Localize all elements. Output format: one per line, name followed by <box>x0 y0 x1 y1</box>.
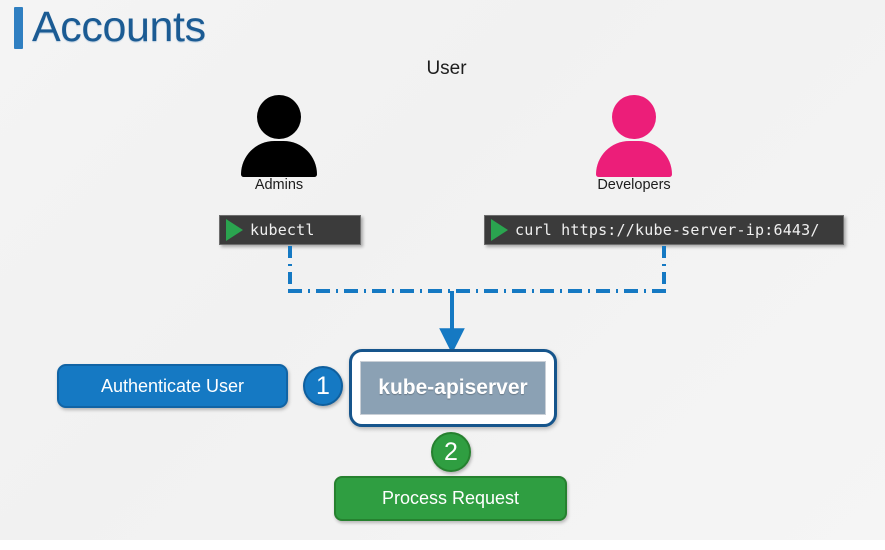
terminal-kubectl: kubectl <box>219 215 361 245</box>
bottom-strip <box>0 540 885 550</box>
process-request-label: Process Request <box>381 488 520 508</box>
authenticate-user-box[interactable]: Authenticate User <box>57 364 288 408</box>
actor-developers-label: Developers <box>597 177 671 193</box>
step-badge-2: 2 <box>431 432 471 472</box>
person-icon-body <box>241 141 317 177</box>
play-triangle-icon[interactable] <box>226 219 243 241</box>
kube-apiserver-inner: kube-apiserver <box>360 361 546 415</box>
user-section-heading-text: User <box>426 58 467 79</box>
actor-developers: Developers <box>586 95 682 193</box>
title-accent-bar <box>14 6 23 49</box>
authenticate-user-label: Authenticate User <box>100 375 245 396</box>
play-triangle-icon[interactable] <box>491 219 508 241</box>
person-icon-head <box>612 95 656 139</box>
user-section-heading: User <box>0 58 885 80</box>
person-icon <box>596 95 672 177</box>
person-icon <box>241 95 317 177</box>
step-badge-1-number: 1 <box>316 371 330 400</box>
title-text: Accounts <box>32 3 206 51</box>
actor-admins: Admins <box>231 95 327 193</box>
person-icon-head <box>257 95 301 139</box>
terminal-curl: curl https://kube-server-ip:6443/ <box>484 215 844 245</box>
process-request-box[interactable]: Process Request <box>334 476 567 521</box>
person-icon-body <box>596 141 672 177</box>
kube-apiserver-label: kube-apiserver <box>378 376 528 399</box>
actor-admins-label: Admins <box>254 177 304 193</box>
page-title: Accounts <box>14 6 206 49</box>
step-badge-1: 1 <box>303 366 343 406</box>
terminal-curl-command: curl https://kube-server-ip:6443/ <box>515 221 820 239</box>
kube-apiserver-box[interactable]: kube-apiserver <box>349 349 557 427</box>
step-badge-2-number: 2 <box>444 437 458 466</box>
terminal-kubectl-command: kubectl <box>250 221 315 239</box>
